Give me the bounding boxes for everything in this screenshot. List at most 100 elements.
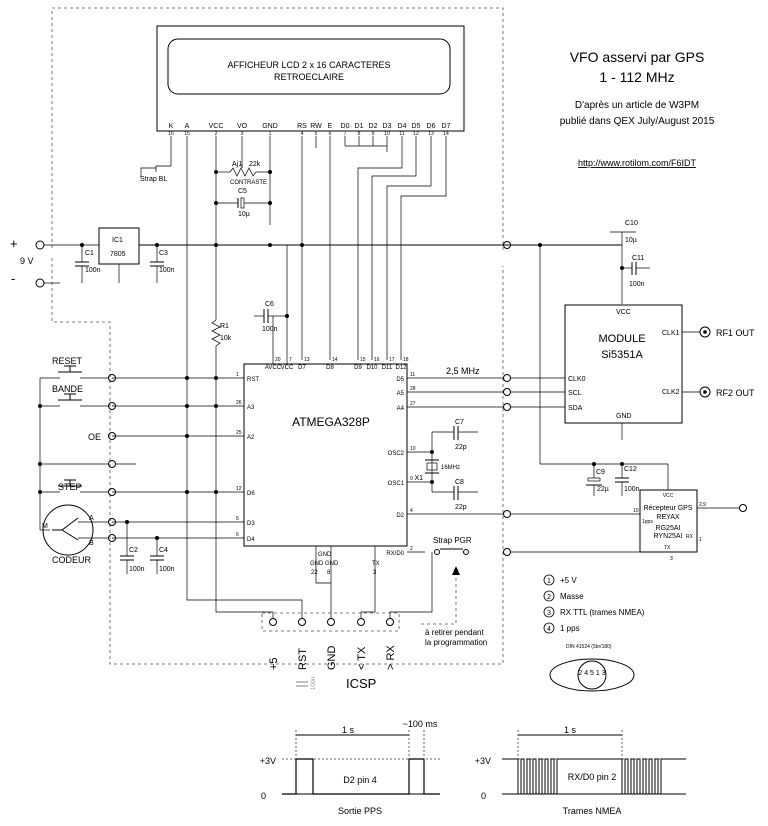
bande-label: BANDE: [52, 384, 83, 394]
icsp-label: +5: [268, 657, 280, 670]
gps-name-line4: RYN25AI: [653, 533, 682, 540]
lcd-pin-e: E: [328, 123, 333, 130]
lcd-screen: [167, 38, 451, 95]
ic1-label: IC1: [112, 237, 123, 244]
x1-label: X1: [414, 475, 423, 482]
icsp-pin-gnd[interactable]: [327, 618, 335, 626]
module-gnd-label: GND: [616, 413, 632, 420]
lcd-pin-number: 8: [358, 131, 361, 137]
rf2-out-label: RF2 OUT: [716, 388, 755, 398]
title-line2: 1 - 112 MHz: [599, 69, 674, 85]
strap-note-line1: à retirer pendant: [425, 628, 484, 637]
icsp-connector: [261, 612, 400, 632]
lcd-pin-rs: RS: [297, 123, 307, 130]
icsp-pin-rst[interactable]: [298, 618, 306, 626]
power-minus-terminal[interactable]: [35, 278, 45, 288]
c9-label: C9: [596, 469, 605, 476]
mcu-right-pin-a5: A5: [397, 391, 405, 397]
icsp-pin-tx[interactable]: [357, 618, 365, 626]
rf1-out-connector[interactable]: [699, 326, 711, 338]
rf2-out-connector[interactable]: [699, 386, 711, 398]
c9-value: 22µ: [597, 486, 609, 493]
lcd-pin-number: 2: [215, 131, 218, 137]
lcd-label-line2: RETROECLAIRE: [274, 72, 344, 82]
c3-value: 100n: [159, 267, 175, 274]
c6-label: C6: [265, 301, 274, 308]
lcd-pin-d1: D1: [355, 123, 364, 130]
mcu-pin-number: 16: [374, 357, 380, 363]
c11-value: 100n: [629, 281, 645, 288]
aj1-value: 22k: [249, 161, 261, 168]
si5351a-module: [564, 304, 683, 424]
power-5v-terminal[interactable]: [503, 241, 511, 249]
lcd-pin-number: 4: [301, 131, 304, 137]
aj1-label: Aj1: [232, 161, 242, 168]
module-sda-label: SDA: [568, 405, 583, 412]
codeur-encoder[interactable]: [42, 504, 94, 556]
c12-value: 100n: [624, 486, 640, 493]
mcu-top-pin-d12: D12: [395, 365, 407, 371]
ic1-part: 7805: [110, 251, 126, 258]
oe-label: OE: [88, 432, 101, 442]
mcu-pin-number: 25: [236, 430, 242, 436]
din-pins: 2 4 5 1 3: [578, 670, 605, 677]
mcu-pin-number: 12: [236, 486, 242, 492]
mcu-top-pin-d11: D11: [382, 365, 393, 371]
mcu-pin-number: 1: [236, 372, 239, 378]
mcu-pin-8: 8: [327, 570, 331, 576]
gnd-terminal[interactable]: [108, 460, 116, 468]
c4-value: 100n: [159, 566, 175, 573]
mcu-left-pin-a3: A3: [247, 405, 255, 411]
legend-number: 4: [547, 626, 551, 633]
bande-terminal[interactable]: [108, 402, 116, 410]
lcd-pin-number: 15: [184, 131, 190, 137]
step-terminal[interactable]: [108, 488, 116, 496]
gps-vcc-label: VCC: [663, 493, 674, 499]
c1-label: C1: [85, 250, 94, 257]
codeur-b-terminal[interactable]: [108, 534, 116, 542]
atmega328p-chip: [243, 363, 408, 547]
oe-terminal[interactable]: [108, 432, 116, 440]
mcu-right-pin-rx-d0: RX/D0: [386, 551, 404, 557]
legend-number-badge: [543, 574, 555, 586]
lcd-pin-number: 1: [269, 131, 272, 137]
icsp-pin-rx[interactable]: [386, 618, 394, 626]
mcu-right-pin-a4: A4: [397, 406, 405, 412]
freq-label: 2,5 MHz: [446, 366, 480, 376]
c5-value: 10µ: [238, 211, 250, 218]
icsp-label: > RX: [385, 645, 397, 670]
legend-number-badge: [543, 622, 555, 634]
contraste-label: CONTRASTE: [230, 180, 267, 186]
mcu-gnd-label: GND: [318, 552, 332, 558]
gps-name-line2: REYAX: [656, 514, 680, 521]
lcd-pin-d0: D0: [341, 123, 350, 130]
mcu-right-pin-d2: D2: [396, 513, 404, 519]
credit-line2: publié dans QEX July/August 2015: [560, 116, 715, 127]
lcd-pin-number: 7: [344, 131, 347, 137]
lcd-pin-d4: D4: [398, 123, 407, 130]
legend-text: 1 pps: [560, 624, 580, 633]
icsp-pin-5v[interactable]: [269, 618, 277, 626]
mcu-pin-number: 5: [236, 516, 239, 522]
codeur-a-terminal[interactable]: [108, 518, 116, 526]
mcu-top-pin-avcc: AVCC: [265, 365, 282, 371]
mcu-top-pin-d9: D9: [354, 365, 362, 371]
ic1-regulator: [98, 227, 140, 265]
mcu-top-pin-d7: D7: [298, 365, 306, 371]
mcu-pin-number: 14: [332, 357, 338, 363]
strap-bl-label: Strap BL: [140, 176, 167, 183]
author-url[interactable]: http://www.rotilom.com/F6IDT: [578, 158, 697, 168]
mcu-gnd-gnd-label: GND GND: [310, 561, 339, 567]
module-name-line2: Si5351A: [601, 349, 643, 361]
nmea-low-label: 0: [481, 791, 486, 801]
lcd-pin-rw: RW: [310, 123, 322, 130]
lcd-pin-d6: D6: [427, 123, 436, 130]
c5-label: C5: [238, 188, 247, 195]
power-minus-label: -: [11, 271, 15, 286]
lcd-pin-gnd: GND: [262, 123, 278, 130]
reset-terminal[interactable]: [108, 374, 116, 382]
power-plus-terminal[interactable]: [35, 240, 45, 250]
